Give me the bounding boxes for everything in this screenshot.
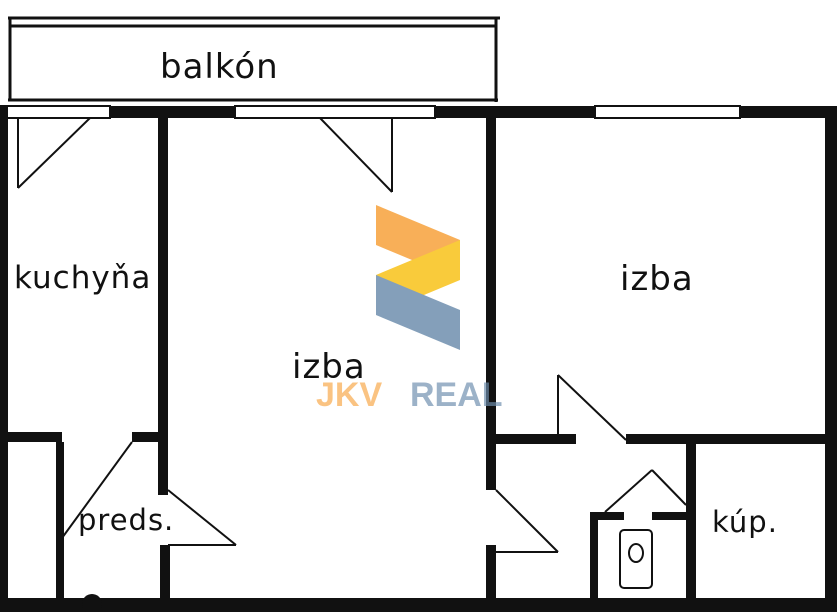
room-label-bathroom: kúp. (712, 505, 778, 539)
exterior-top-wall (0, 105, 837, 119)
room-label-hall: preds. (78, 503, 174, 537)
interior-walls (8, 118, 825, 598)
watermark-logo: JKV REAL (316, 205, 503, 414)
logo-blue-shape (376, 275, 460, 350)
door-swings (17, 117, 687, 553)
room-label-bedroom: izba (620, 259, 694, 299)
watermark-real: REAL (410, 376, 503, 414)
watermark-jkv: JKV (316, 376, 382, 414)
room-label-living-room: izba (292, 347, 366, 387)
room-label-kitchen: kuchyňa (14, 260, 151, 296)
exterior-walls (0, 106, 837, 612)
balcony-outline (8, 16, 500, 102)
toilet-icon (619, 529, 653, 589)
room-label-balcony: balkón (160, 47, 279, 87)
pipe-icon (82, 594, 102, 612)
